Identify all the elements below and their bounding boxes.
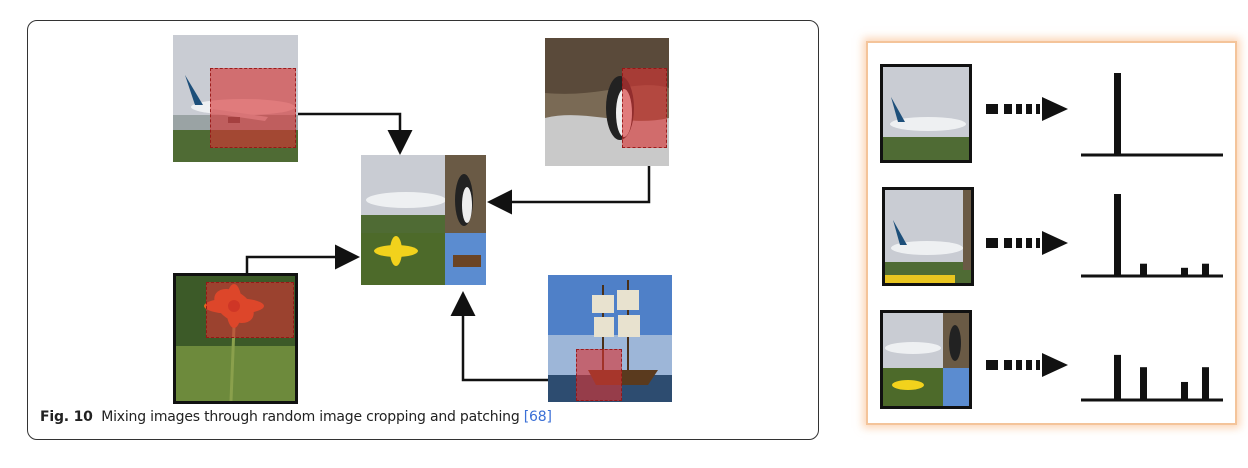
- figure-caption: Fig. 10 Mixing images through random ima…: [40, 409, 552, 425]
- airplane-image: [173, 35, 298, 162]
- dashed-arrow-3: [986, 353, 1068, 377]
- histogram-2-bar: [1202, 263, 1209, 276]
- thumb-original: [880, 64, 972, 163]
- histogram-2-bar: [1140, 263, 1147, 276]
- histogram-3-bar: [1181, 381, 1188, 400]
- dashed-arrow-1: [986, 97, 1068, 121]
- mixed-image: [361, 155, 486, 285]
- mixing-arrows: [245, 112, 651, 382]
- caption-label: Fig. 10: [40, 409, 93, 425]
- histogram-1-bar: [1114, 73, 1121, 155]
- ship-image: [548, 275, 672, 402]
- histogram-3-bar: [1202, 367, 1209, 400]
- thumb-patched-1: [882, 187, 974, 286]
- flower-image: [173, 273, 298, 404]
- penguin-image: [545, 38, 669, 166]
- dashed-arrows: [986, 97, 1068, 377]
- histogram-2-bar: [1181, 267, 1188, 276]
- histogram-2-bar: [1114, 194, 1121, 276]
- thumb-patched-2: [880, 310, 972, 409]
- histogram-3-bar: [1114, 354, 1121, 400]
- dashed-arrow-2: [986, 231, 1068, 255]
- caption-text: Mixing images through random image cropp…: [101, 409, 520, 425]
- label-histograms: [1081, 73, 1223, 402]
- caption-reference[interactable]: [68]: [523, 409, 552, 425]
- histogram-3-bar: [1140, 367, 1147, 400]
